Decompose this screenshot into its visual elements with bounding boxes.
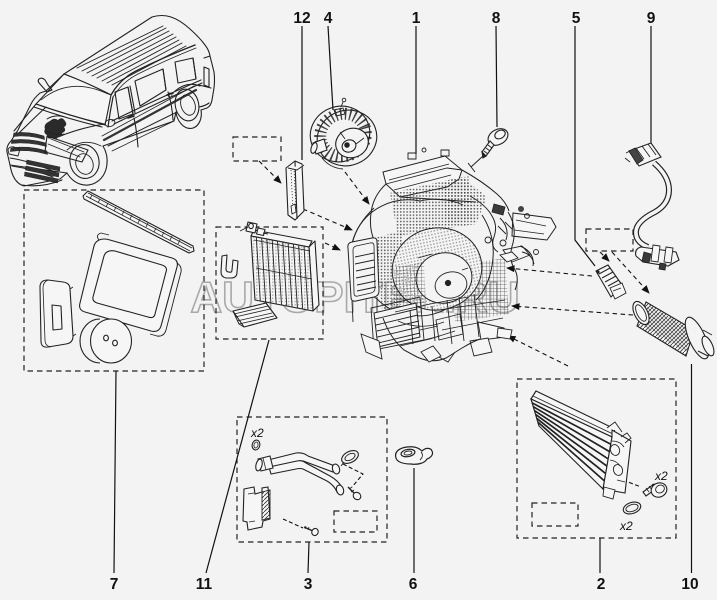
svg-text:9: 9 xyxy=(647,10,656,27)
svg-text:1: 1 xyxy=(412,10,421,27)
svg-text:x2: x2 xyxy=(250,426,264,440)
svg-text:5: 5 xyxy=(572,10,581,27)
svg-text:11: 11 xyxy=(196,576,213,593)
svg-text:x2: x2 xyxy=(654,469,668,483)
svg-text:3: 3 xyxy=(304,576,313,593)
svg-text:x2: x2 xyxy=(619,519,633,533)
svg-text:6: 6 xyxy=(409,576,418,593)
svg-text:2: 2 xyxy=(597,576,606,593)
svg-text:8: 8 xyxy=(492,10,501,27)
svg-text:12: 12 xyxy=(293,10,310,27)
svg-text:10: 10 xyxy=(681,576,698,593)
svg-text:4: 4 xyxy=(324,10,333,27)
svg-text:7: 7 xyxy=(110,576,119,593)
